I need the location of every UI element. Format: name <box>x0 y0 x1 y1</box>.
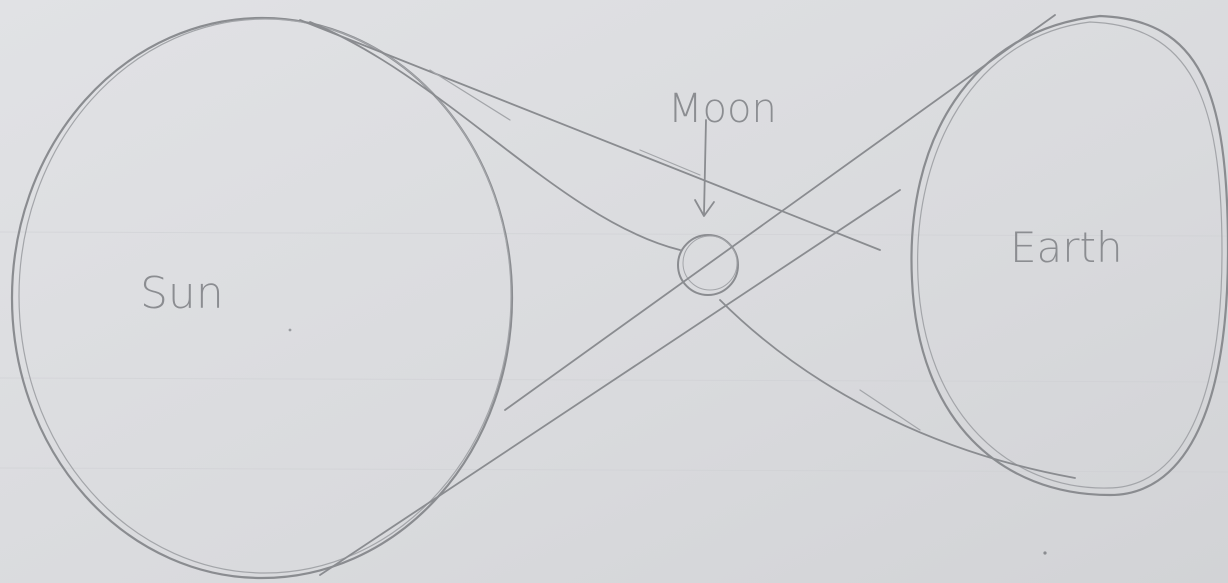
stray-mark <box>289 329 292 332</box>
moon-label: Moon <box>668 86 777 132</box>
earth-label: Earth <box>1010 223 1123 272</box>
stray-mark <box>1043 551 1046 554</box>
sun-label: Sun <box>140 268 224 319</box>
